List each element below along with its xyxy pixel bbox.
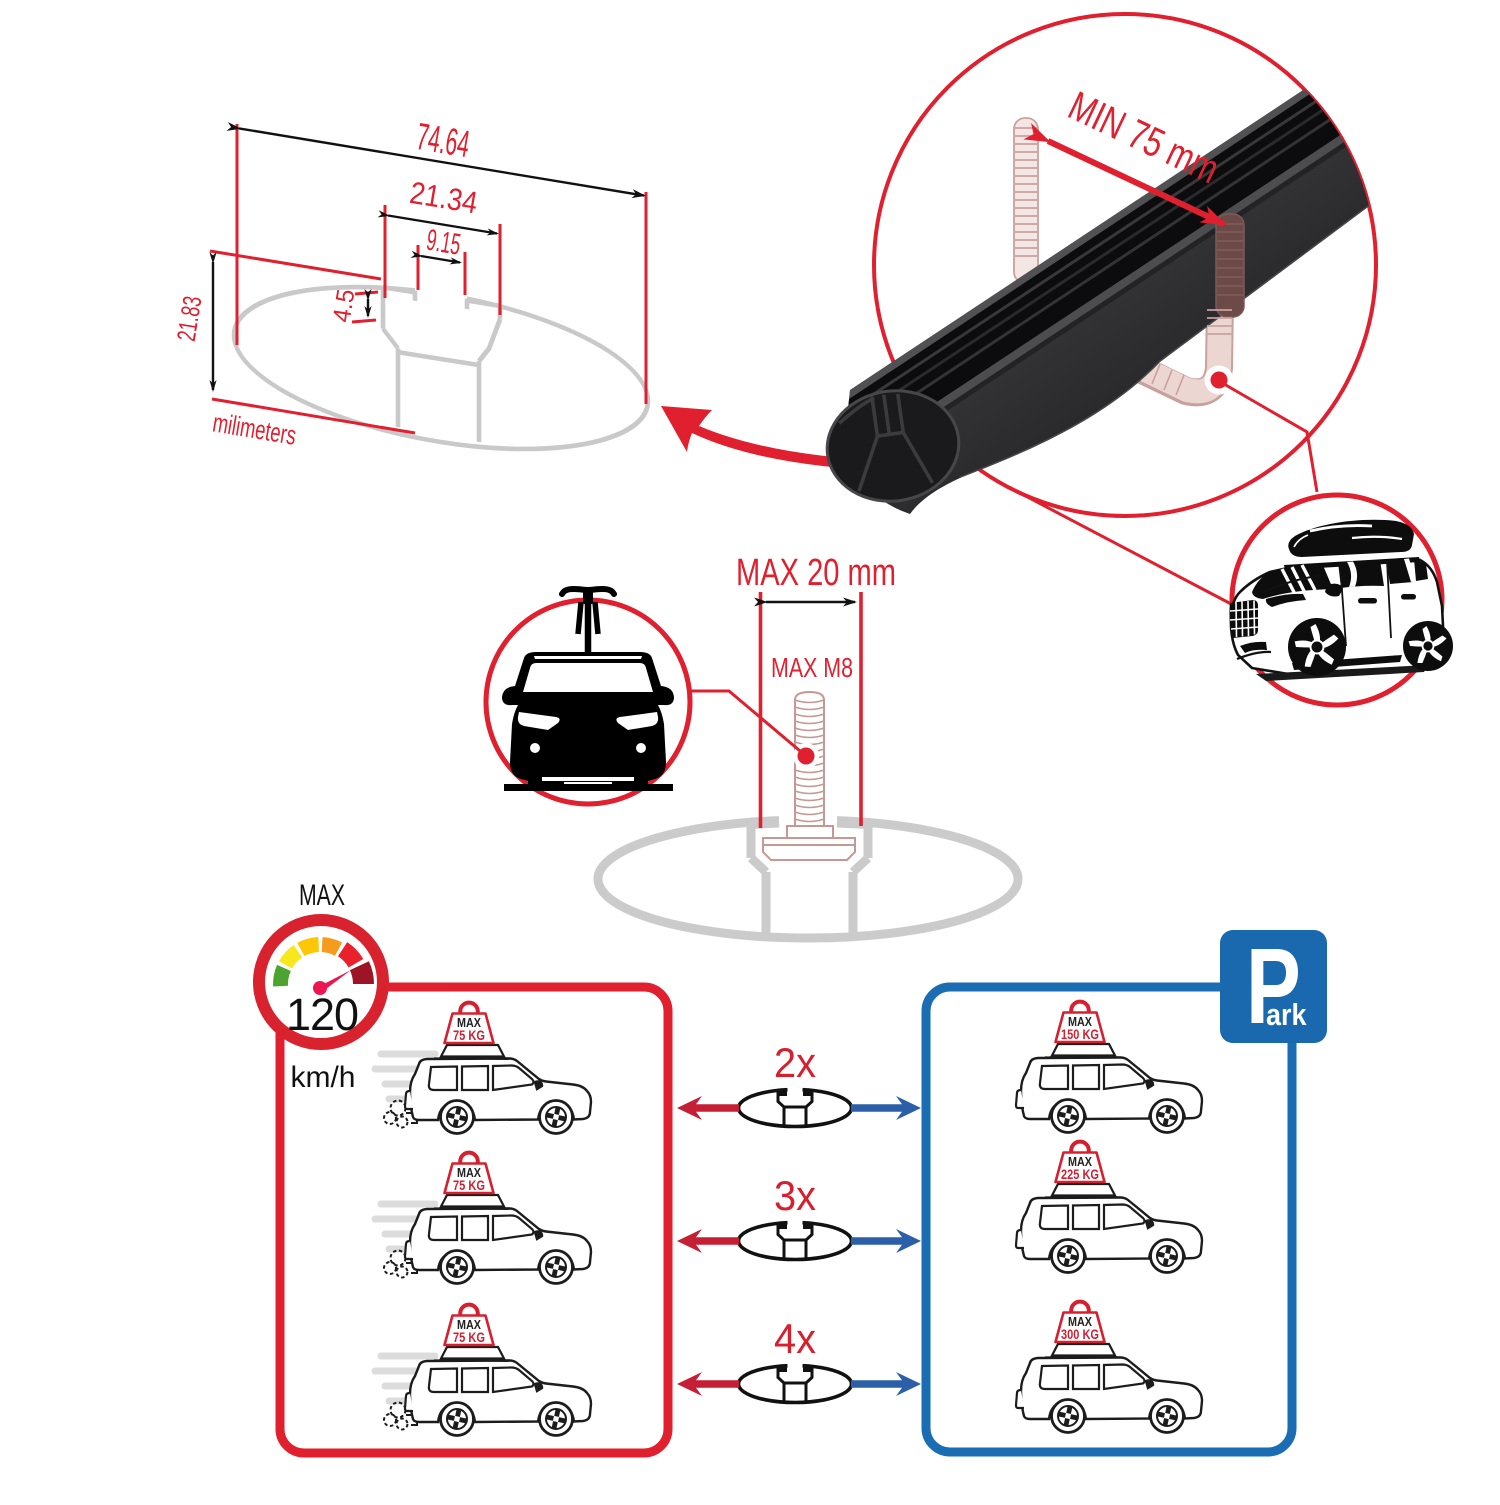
svg-text:74.64: 74.64	[413, 116, 472, 166]
svg-text:MAX M8: MAX M8	[771, 652, 853, 683]
svg-text:milimeters: milimeters	[211, 407, 299, 450]
svg-text:21.83: 21.83	[171, 294, 208, 343]
svg-text:4.5: 4.5	[328, 287, 361, 324]
svg-text:MAX: MAX	[457, 1015, 481, 1030]
svg-text:150 KG: 150 KG	[1061, 1027, 1099, 1042]
svg-text:75 KG: 75 KG	[453, 1028, 485, 1043]
svg-text:2x: 2x	[774, 1039, 816, 1086]
svg-text:P: P	[1246, 926, 1301, 1046]
svg-text:225 KG: 225 KG	[1061, 1167, 1099, 1182]
svg-text:21.34: 21.34	[407, 175, 480, 221]
svg-text:75 KG: 75 KG	[453, 1178, 485, 1193]
svg-text:4x: 4x	[774, 1315, 816, 1362]
svg-text:9.15: 9.15	[424, 224, 463, 262]
svg-text:ark: ark	[1266, 998, 1307, 1032]
svg-text:km/h: km/h	[290, 1061, 355, 1094]
svg-text:75 KG: 75 KG	[453, 1330, 485, 1345]
svg-text:3x: 3x	[774, 1172, 816, 1219]
svg-text:MAX: MAX	[1068, 1014, 1092, 1029]
svg-text:120: 120	[286, 989, 358, 1040]
svg-text:MAX: MAX	[1068, 1154, 1092, 1169]
svg-text:MAX 20 mm: MAX 20 mm	[736, 552, 896, 594]
svg-text:MAX: MAX	[457, 1165, 481, 1180]
svg-text:MAX: MAX	[1068, 1314, 1092, 1329]
svg-text:MAX: MAX	[457, 1317, 481, 1332]
svg-text:MAX: MAX	[299, 879, 345, 912]
svg-text:300 KG: 300 KG	[1061, 1327, 1099, 1342]
svg-text:MIN 75 mm: MIN 75 mm	[1062, 82, 1226, 192]
